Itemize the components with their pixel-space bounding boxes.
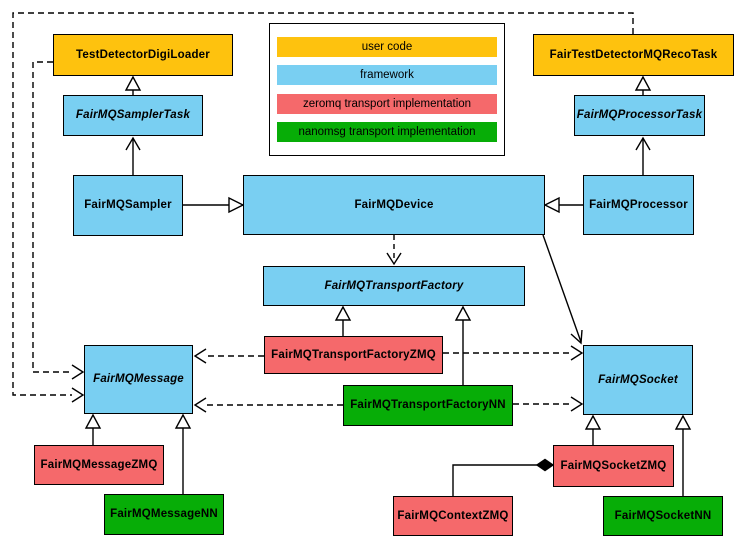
class-box-fairmqmessagezmq: FairMQMessageZMQ [34, 445, 164, 485]
class-label: FairMQMessageNN [110, 508, 218, 521]
inheritance-arrow-messagezmq-message [84, 413, 102, 445]
class-box-fairmqcontextzmq: FairMQContextZMQ [393, 496, 513, 536]
arrow-device-to-socket [542, 234, 583, 345]
dependency-arrow-digiloader-to-message [32, 61, 85, 380]
dependency-arrow-factorynn-to-message [193, 397, 343, 413]
composition-diamond-contextzmq-socketzmq [452, 458, 555, 496]
arrow-sampler-to-samplertask [125, 136, 141, 175]
inheritance-arrow-processortask-recotask [634, 75, 652, 95]
legend-item-user-code: user code [277, 36, 497, 57]
class-label: FairMQTransportFactoryZMQ [271, 348, 436, 361]
class-box-fairmqtransportfactoryzmq: FairMQTransportFactoryZMQ [264, 336, 443, 374]
legend-item-zeromq: zeromq transport implementation [277, 93, 497, 114]
inheritance-arrow-processor-device [543, 196, 583, 214]
class-box-fairmqtransportfactory: FairMQTransportFactory [263, 266, 525, 306]
class-label: FairMQDevice [354, 198, 434, 211]
inheritance-arrow-sampler-device [183, 196, 245, 214]
dependency-arrow-factoryzmq-to-message [193, 348, 264, 364]
legend-item-framework: framework [277, 65, 497, 86]
legend-label: zeromq transport implementation [302, 97, 472, 110]
legend-item-nanomsg: nanomsg transport implementation [277, 122, 497, 143]
class-label: TestDetectorDigiLoader [76, 48, 210, 61]
class-box-fairmqmessage: FairMQMessage [84, 345, 193, 414]
class-label: FairMQSocket [598, 373, 678, 386]
class-box-fairmqprocessortask: FairMQProcessorTask [574, 95, 705, 136]
class-box-fairmqsocketzmq: FairMQSocketZMQ [553, 445, 674, 487]
class-box-fairmqdevice: FairMQDevice [243, 175, 545, 235]
class-label: FairMQTransportFactoryNN [350, 399, 506, 412]
class-label: FairMQSocketNN [614, 509, 712, 522]
class-box-testdetectordigiloader: TestDetectorDigiLoader [53, 34, 233, 76]
class-box-fairmqsampler: FairMQSampler [73, 175, 183, 236]
dependency-arrow-factorynn-to-socket [513, 396, 584, 412]
legend-label: user code [361, 40, 413, 53]
class-box-fairtestdetectormqrecotask: FairTestDetectorMQRecoTask [533, 34, 734, 76]
class-box-fairmqsamplertask: FairMQSamplerTask [63, 95, 203, 136]
inheritance-arrow-socketnn-socket [674, 414, 692, 496]
dependency-arrow-factoryzmq-to-socket [443, 345, 584, 361]
dependency-arrow-recotask-to-message [12, 12, 634, 403]
legend-label: nanomsg transport implementation [298, 126, 476, 139]
class-label: FairMQMessage [93, 373, 184, 386]
inheritance-arrow-socketzmq-socket [584, 414, 602, 445]
class-box-fairmqsocket: FairMQSocket [583, 345, 693, 415]
class-label: FairMQMessageZMQ [40, 458, 158, 471]
dependency-arrow-device-to-factory [386, 235, 402, 266]
legend-label: framework [360, 69, 414, 82]
class-label: FairMQSocketZMQ [560, 459, 667, 472]
inheritance-arrow-factoryzmq-factory [334, 305, 352, 336]
class-label: FairMQSampler [84, 199, 172, 212]
arrow-processor-to-processortask [635, 136, 651, 175]
class-label: FairTestDetectorMQRecoTask [549, 48, 718, 61]
inheritance-arrow-messagenn-message [174, 413, 192, 494]
inheritance-arrow-factorynn-factory [454, 305, 472, 385]
class-label: FairMQTransportFactory [324, 279, 464, 292]
inheritance-arrow-samplertask-digiloader [124, 75, 142, 95]
class-box-fairmqprocessor: FairMQProcessor [583, 175, 694, 235]
class-box-fairmqtransportfactorynn: FairMQTransportFactoryNN [343, 385, 513, 426]
class-label: FairMQProcessor [589, 198, 688, 211]
legend: user code framework zeromq transport imp… [269, 23, 505, 156]
class-label: FairMQContextZMQ [397, 509, 509, 522]
class-box-fairmqmessagenn: FairMQMessageNN [104, 494, 224, 535]
class-label: FairMQProcessorTask [576, 109, 703, 122]
class-box-fairmqsocketnn: FairMQSocketNN [603, 496, 723, 536]
class-label: FairMQSamplerTask [75, 109, 191, 122]
